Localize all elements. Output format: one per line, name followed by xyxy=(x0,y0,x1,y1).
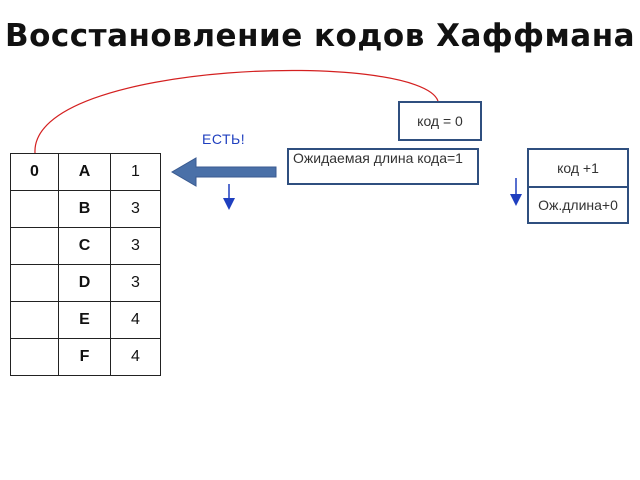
code-cell xyxy=(10,190,59,228)
symbol-cell: D xyxy=(58,264,111,302)
connector-curve xyxy=(34,69,439,154)
symbol-cell: A xyxy=(58,153,111,191)
page-title: Восстановление кодов Хаффмана xyxy=(4,18,636,54)
table-row: B 3 xyxy=(10,190,161,228)
table-row: F 4 xyxy=(10,338,161,376)
operations-box: код +1 Ож.длина+0 xyxy=(527,148,629,224)
length-cell: 3 xyxy=(110,227,161,265)
length-cell: 4 xyxy=(110,301,161,339)
length-cell: 3 xyxy=(110,264,161,302)
length-cell: 3 xyxy=(110,190,161,228)
code-cell xyxy=(10,264,59,302)
length-cell: 4 xyxy=(110,338,161,376)
expected-length-box: Ожидаемая длина кода=1 xyxy=(287,148,479,185)
table-row: C 3 xyxy=(10,227,161,265)
symbol-cell: B xyxy=(58,190,111,228)
symbol-cell: F xyxy=(58,338,111,376)
op-code-increment: код +1 xyxy=(557,160,599,176)
op-length-increment: Ож.длина+0 xyxy=(529,186,627,222)
table-row: 0 A 1 xyxy=(10,153,161,191)
symbol-cell: E xyxy=(58,301,111,339)
code-box: код = 0 xyxy=(398,101,482,141)
code-cell xyxy=(10,227,59,265)
length-cell: 1 xyxy=(110,153,161,191)
code-table: 0 A 1 B 3 C 3 D 3 E 4 F 4 xyxy=(10,153,161,376)
code-cell xyxy=(10,338,59,376)
table-row: E 4 xyxy=(10,301,161,339)
left-arrow-icon xyxy=(171,157,277,187)
table-row: D 3 xyxy=(10,264,161,302)
code-cell xyxy=(10,301,59,339)
found-label: ЕСТЬ! xyxy=(202,131,246,147)
symbol-cell: C xyxy=(58,227,111,265)
code-cell: 0 xyxy=(10,153,59,191)
